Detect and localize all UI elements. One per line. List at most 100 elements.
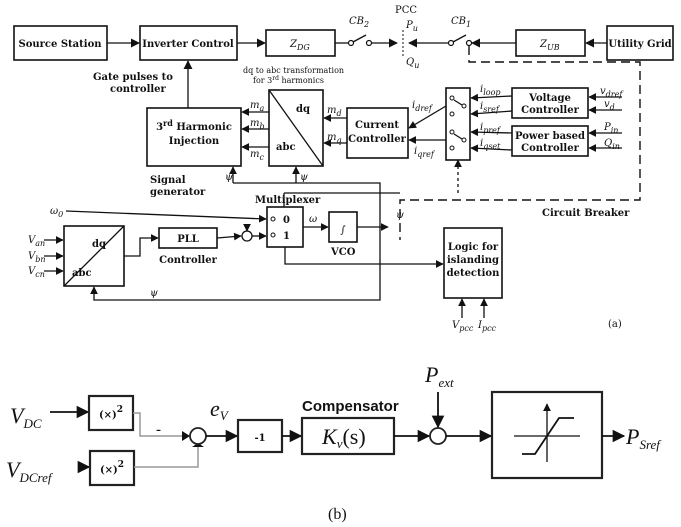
iloop-label: iloop [480,84,501,97]
mux-input-0-label: 0 [283,215,290,226]
voltage-controller-line1: Voltage [528,93,571,104]
psref-label: PSref [625,424,662,452]
gain-block [236,418,284,454]
inverter-control-label: Inverter Control [142,39,234,50]
cb1-blade [452,34,467,43]
compensator-label: Compensator [302,398,399,415]
square-block-1-label: (×)2 [99,405,123,421]
arrow-pll-to-summer [216,232,242,241]
pll-label: PLL [177,234,199,245]
mc-label: mc [250,149,264,162]
islanding-logic-line2: islanding [447,255,499,266]
iqset-label: iqset [480,138,501,151]
pcc-label: PCC [395,5,417,16]
vbn-label: Vbn [28,251,46,264]
qu-label: Qu [406,57,419,70]
pll-summing-junction [241,230,253,242]
ipref-label: ipref [480,122,502,135]
error-summing-junction [189,427,207,445]
compensator-block [300,416,396,456]
cb2-contact-left [347,39,355,47]
pext-label: Pext [424,362,454,390]
square-block-2-label: (×)2 [100,460,124,476]
switch-contact-3 [449,129,455,135]
minus-sign: – [156,425,161,436]
arrow-mux-to-logic [284,247,444,268]
power-controller-line2: Controller [521,143,579,154]
z-dg-label: ZDG [289,39,310,52]
limiter-characteristic [522,417,574,455]
switch-contact-5 [461,103,467,109]
dq-abc-top: dq [296,104,310,115]
mux-contact-0 [270,216,276,222]
utility-grid-block [606,25,674,61]
current-controller-line2: Controller [348,134,406,145]
qin-label: Qin [604,138,620,151]
z-ub-block [515,29,586,57]
circuit-breaker-signal [399,46,641,240]
z-dg-block [265,29,336,57]
islanding-logic-line3: detection [447,268,501,279]
vdc-label: VDC [10,403,42,431]
psi-label-transform: ψ [300,172,308,183]
vd-label: vd [604,99,615,112]
multiplexer-label: Multiplexer [255,195,321,206]
psi-output-label: ψ [396,210,404,221]
cb1-label: CB1 [451,16,471,29]
power-controller-block [511,125,589,157]
arrow-iqset [470,144,513,153]
signal-generator-line1: Signal [150,175,186,186]
diagram-b: VDC (×)2 VDCref (×)2 – eV -1 Compensator… [6,362,662,523]
vpcc-label: Vpcc [452,320,474,333]
square-block-2 [88,449,136,487]
current-controller-line1: Current [355,120,399,131]
cb2-contact-right [365,39,373,47]
caption-a: (a) [608,319,622,330]
power-controller-line1: Power based [515,131,585,142]
ma-label: ma [250,100,264,113]
dq-abc-bottom: abc [276,142,296,153]
vco-block [328,211,358,243]
z-ub-label: ZUB [539,39,560,52]
kv-label: Kv(s) [321,424,366,451]
reference-selector-switch[interactable] [445,87,471,161]
vdref-label: vdref [600,86,624,99]
gate-pulses-line1: Gate pulses to [93,72,173,83]
cb2-label: CB2 [349,16,369,29]
arrow-ipref [470,128,513,137]
current-controller-block [346,107,409,159]
harmonic-injection-block [146,107,242,167]
cb1-contact-right [465,39,473,47]
pll-controller-label: Controller [159,255,217,266]
dq-abc-diagonal [268,89,324,167]
caption-b: (b) [328,506,347,523]
van-label: Van [28,235,45,248]
isref-label: isref [480,101,501,114]
ev-label: eV [210,396,230,423]
dq-to-abc-caption-line2: for 3rd harmonics [253,75,324,85]
switch-contact-4 [449,145,455,151]
vcn-label: Vcn [28,266,45,279]
pu-label: Pu [405,20,418,33]
cb1-contact-left [447,39,455,47]
line-square1-to-sum [133,412,184,437]
pext-summing-junction [429,427,447,445]
omega-label: ω [309,214,317,225]
abc-dq-bottom: abc [72,268,92,279]
mux-input-1-label: 1 [283,231,290,242]
harmonic-injection-line2: Injection [169,136,220,147]
utility-grid-label: Utility Grid [608,39,671,50]
voltage-controller-block [511,87,589,119]
voltage-controller-line2: Controller [521,105,579,116]
iqref-label: iqref [414,146,436,159]
abc-dq-top: dq [92,239,106,250]
arrow-iloop [470,93,513,102]
vco-integrator-symbol: ∫ [340,225,345,236]
arrow-idref [408,105,447,129]
abc-dq-diagonal [63,225,125,287]
gate-pulses-line2: controller [110,84,167,95]
psi-feedback-to-transform [90,238,381,301]
switch-contact-1 [449,95,455,101]
inverter-control-block [139,25,238,61]
switch-blade-bottom [453,133,463,140]
